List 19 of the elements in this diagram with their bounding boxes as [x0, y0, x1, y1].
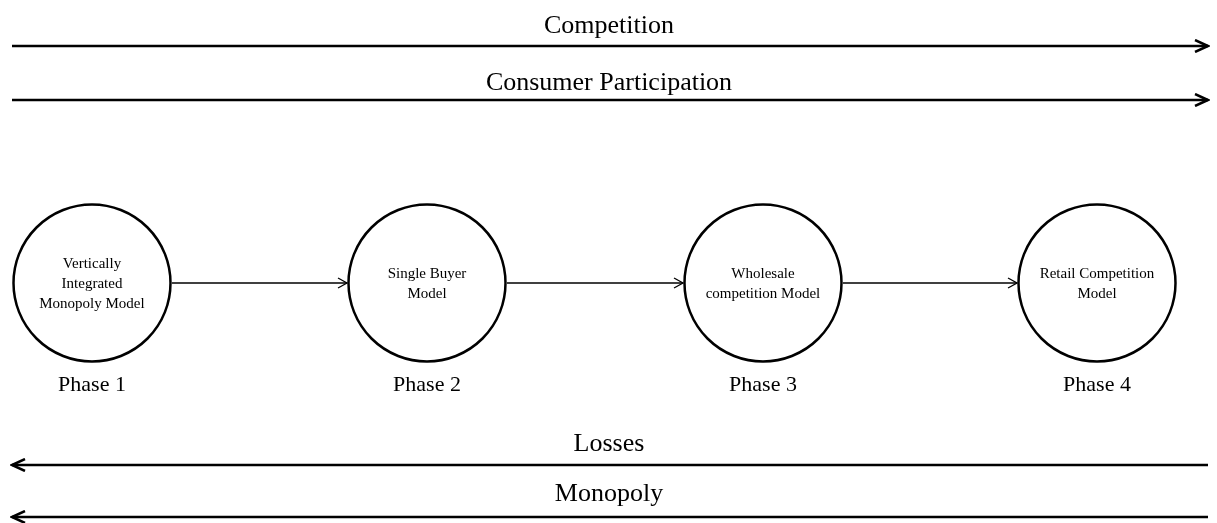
circle-node	[12, 203, 172, 363]
direction-label: Consumer Participation	[485, 67, 733, 97]
direction-label: Losses	[573, 428, 645, 458]
direction-label: Competition	[544, 10, 674, 40]
phase-label: Phase 4	[1063, 371, 1131, 397]
node-label: Retail Competition Model	[1038, 264, 1156, 303]
node-label: Wholesale competition Model	[704, 264, 822, 303]
node-label: Vertically Integrated Monopoly Model	[38, 254, 146, 313]
phase-label: Phase 3	[729, 371, 797, 397]
phase-label: Phase 1	[58, 371, 126, 397]
arrow	[506, 277, 684, 289]
phase-label: Phase 2	[393, 371, 461, 397]
arrow	[842, 277, 1018, 289]
circle-node	[1017, 203, 1177, 363]
direction-label: Monopoly	[554, 478, 664, 508]
arrow	[171, 277, 348, 289]
node-label: Single Buyer Model	[386, 264, 468, 303]
circle-node	[347, 203, 507, 363]
circle-node	[683, 203, 843, 363]
